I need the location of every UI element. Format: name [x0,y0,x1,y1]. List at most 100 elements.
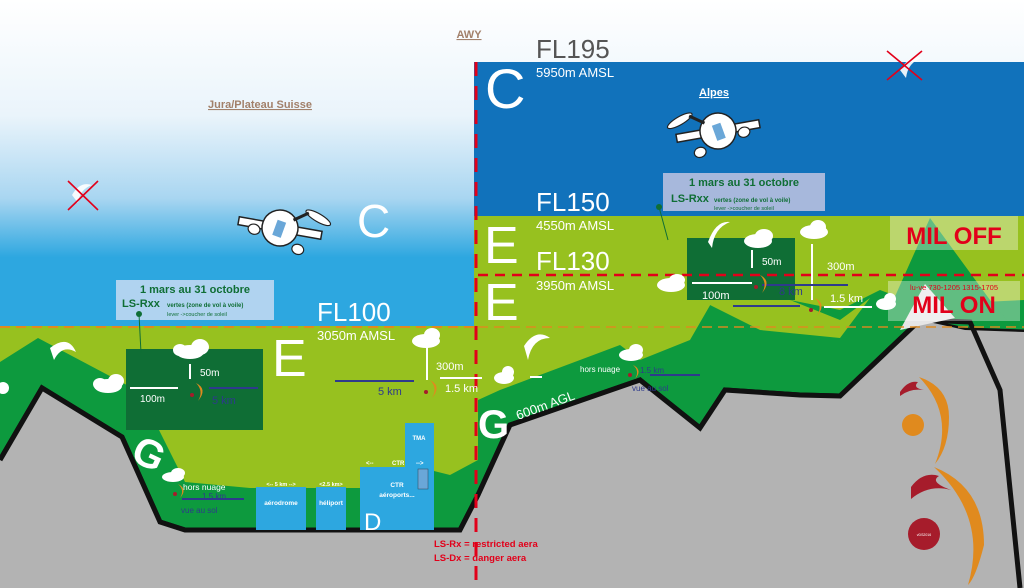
fl150-amsl: 4550m AMSL [536,218,614,233]
g-left-vue-sol: vue au sol [181,506,218,515]
aeroports-label: aéroports... [379,492,415,499]
legend-restricted: LS-Rx = restricted aera [434,539,538,550]
lsr-info-box-right [663,173,825,211]
paraglider-icon [628,365,639,379]
lsr-pointer-dot-left [136,311,142,317]
paraglider-icon [809,298,822,316]
fl100-label: FL100 [317,297,391,327]
ctr-right-arrow: --> [416,461,424,467]
blue-distance-arrows [182,284,848,500]
cloud-icon [619,344,643,361]
credit-circle [908,518,940,550]
fl150-label: FL150 [536,187,610,217]
airplane-icon-right [666,112,761,159]
dist-300m-left: 300m [436,361,464,373]
glider-icon [50,341,76,360]
cloud-icon [876,293,896,310]
tma-label: TMA [413,436,427,442]
mil-on-label: MIL ON [912,292,996,319]
dist-8km: 8 km [779,286,803,298]
class-g-right-letter: G [478,403,509,447]
ctr-left-arrow: <-- [366,461,374,467]
lsr-pointer-left [138,313,142,354]
lsr-zone-left-text: vertes (zone de vol à voile) [167,303,243,309]
lsr-dates-left: 1 mars au 31 octobre [140,284,250,296]
dist-100m-right: 100m [702,290,730,302]
cloud-icon [800,220,828,239]
cloud-icon [173,339,209,359]
fl100-amsl: 3050m AMSL [317,328,395,343]
dist-100m-left: 100m [140,394,165,405]
cloud-icon [657,274,685,292]
lsr-hours-right: lever ->coucher de soleil [714,206,774,212]
paraglider-icon [190,383,203,401]
distance-arrows [130,244,872,389]
mil-off-label: MIL OFF [906,223,1002,250]
cloud-icon [494,366,514,384]
cloud-icon [744,229,773,248]
lsr-dates-right: 1 mars au 31 octobre [689,177,799,189]
heliport-label: héliport [319,500,344,507]
class-e-right-upper-letter: E [484,217,519,275]
dist-1-5km-right: 1.5 km [830,293,863,305]
g-right-hors-nuage: hors nuage [580,365,621,374]
cloud-icon [93,374,124,393]
class-c-right-letter: C [485,57,525,120]
fl130-amsl: 3950m AMSL [536,278,614,293]
crossed-out-gliders [67,50,923,211]
glider-icon [708,221,730,248]
glider-icon [524,334,550,360]
lsr-pointer-dot-right [656,204,662,210]
terrain-fill [0,320,1024,588]
g-right-dist: 1.5 km [640,366,664,375]
class-e-right-lower-letter: E [484,274,519,332]
paraglider-icon [754,275,767,293]
dist-5km-left: 5 km [212,395,236,407]
mil-off-box [890,216,1018,250]
fl195-label: FL195 [536,34,610,64]
paraglider-icon [424,380,437,398]
dist-1-5km-left: 1.5 km [445,383,478,395]
lsr-zone-right[interactable] [687,238,795,300]
awy-label: AWY [456,29,482,41]
radio-icon [272,219,287,238]
dist-300m-right: 300m [827,261,855,273]
cloud-icon [162,468,185,482]
fl130-label: FL130 [536,246,610,276]
g-right-vue-sol: vue au sol [632,384,669,393]
lsr-info-box-left [116,280,274,320]
class-d-letter: D [364,509,381,536]
radio-icon [417,468,429,490]
lsr-zone-left[interactable] [126,349,263,430]
aerodrome-zone[interactable] [256,487,306,530]
credit-text: vDS2016 [917,533,931,537]
class-e-patch [700,298,870,338]
dist-50m-left: 50m [200,368,219,379]
lsr-code-left: LS-Rxx [122,298,161,310]
lsr-zone-right-text: vertes (zone de vol à voile) [714,198,790,204]
lsr-hours-left: lever ->coucher de soleil [167,312,227,318]
alpes-label: Alpes [699,87,729,99]
aerodrome-distance: <-- 5 km --> [266,482,295,488]
mil-on-box [888,281,1020,321]
cloud-icon [0,382,9,394]
class-e-left-letter: E [272,330,307,388]
class-c-left-letter: C [357,195,390,247]
tma-zone[interactable] [405,423,434,473]
dist-5km-center: 5 km [378,386,402,398]
mil-peak [900,284,955,330]
cloud-icon [412,328,440,348]
paraglider-logo [900,377,984,585]
fl195-amsl: 5950m AMSL [536,65,614,80]
heliport-zone[interactable] [316,487,346,530]
mil-hours-label: lu-ve 730-1205 1315-1705 [910,283,998,292]
heliport-distance: <2.5 km> [319,482,343,488]
clouds [0,220,896,482]
g-left-hors-nuage: hors nuage [183,482,226,492]
jura-label: Jura/Plateau Suisse [208,99,312,111]
g-left-dist: 1.5 km [202,492,226,501]
glider-icon [900,57,922,78]
radio-icon [711,122,726,141]
paraglider-icons [173,275,822,498]
